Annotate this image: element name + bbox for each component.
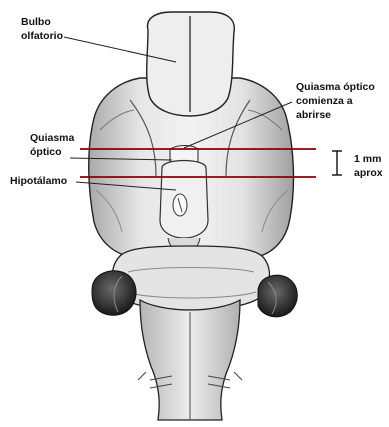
label-hipotalamo: Hipotálamo [10,174,67,188]
scale-bar [332,151,342,175]
brainstem [138,300,242,420]
pons [113,246,270,310]
label-escala: 1 mm aprox [354,152,383,180]
label-quiasma-optico: Quiasma óptico [30,131,74,159]
label-bulbo-olfatorio: Bulbo olfatorio [21,15,63,43]
label-quiasma-comienza-abrirse: Quiasma óptico comienza a abrirse [296,80,375,122]
olfactory-bulbs [147,12,235,116]
